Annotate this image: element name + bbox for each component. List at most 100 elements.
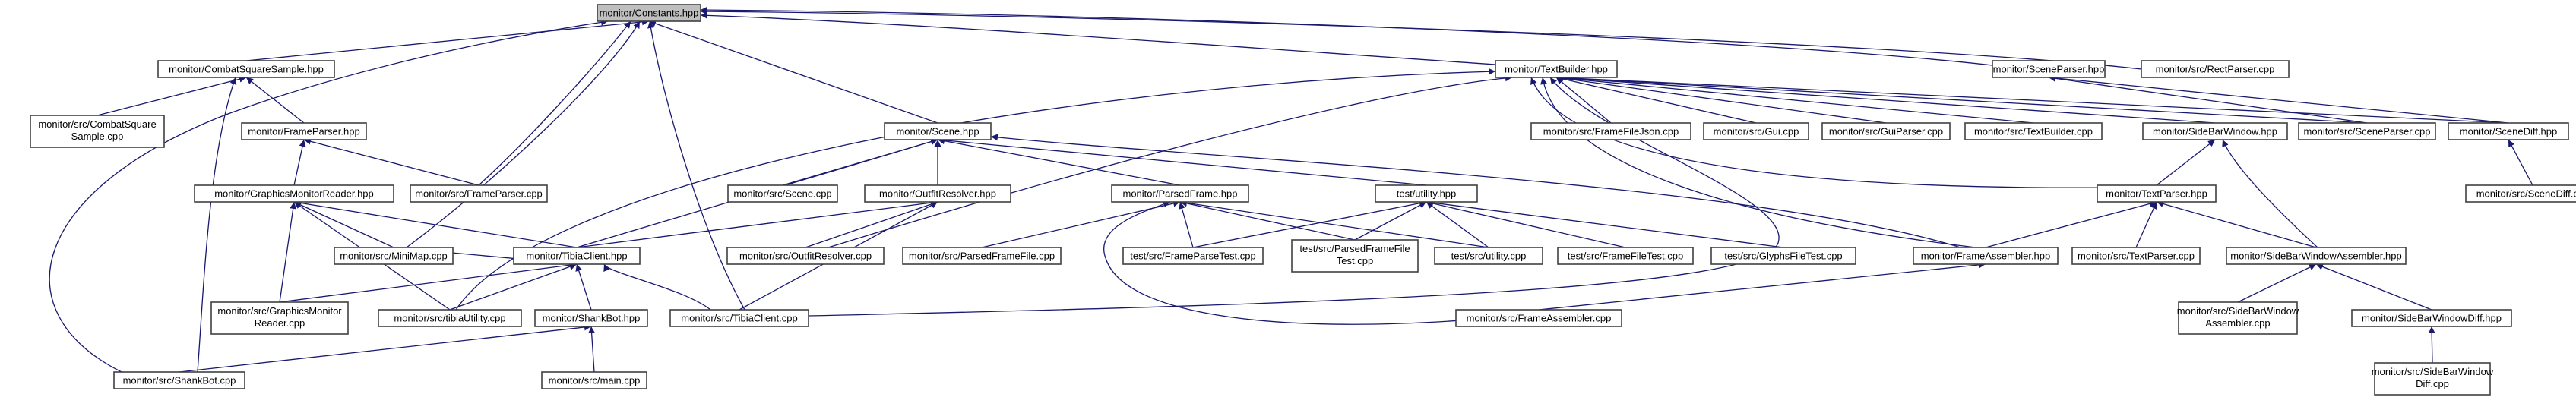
node-glyphsFileTestCpp[interactable]: test/src/GlyphsFileTest.cpp <box>1710 247 1856 265</box>
node-textParserCpp[interactable]: monitor/src/TextParser.cpp <box>2071 247 2201 265</box>
node-sideBarWindowAssemblerCpp[interactable]: monitor/src/SideBarWindowAssembler.cpp <box>2177 301 2299 335</box>
node-frameParseTestCpp[interactable]: test/src/FrameParseTest.cpp <box>1122 247 1264 265</box>
edge-frameParserCpp-to-frameParser <box>303 137 479 186</box>
node-sceneParser[interactable]: monitor/SceneParser.hpp <box>1992 60 2106 78</box>
node-box <box>2351 309 2512 327</box>
node-label: monitor/SideBarWindowAssembler.hpp <box>2230 251 2401 262</box>
node-label: monitor/ParsedFrame.hpp <box>1122 188 1237 200</box>
node-box <box>210 301 349 335</box>
node-mainCpp[interactable]: monitor/src/main.cpp <box>541 371 647 389</box>
node-scene[interactable]: monitor/Scene.hpp <box>884 122 992 140</box>
node-box <box>1495 60 1618 78</box>
node-label: monitor/TextParser.hpp <box>2106 188 2207 200</box>
node-label: Reader.cpp <box>255 317 305 329</box>
node-box <box>241 122 367 140</box>
node-label: monitor/FrameAssembler.hpp <box>1921 251 2051 262</box>
node-textParser[interactable]: monitor/TextParser.hpp <box>2097 184 2217 203</box>
edge-frameAssemblerCpp-to-frameAssembler <box>1538 261 1986 311</box>
node-box <box>1122 247 1264 265</box>
node-outfitResolverCpp[interactable]: monitor/src/OutfitResolver.cpp <box>726 247 885 265</box>
edge-textBuilder-to-constants <box>700 11 1496 65</box>
node-combatSquareSampleCpp[interactable]: monitor/src/CombatSquareSample.cpp <box>30 115 165 148</box>
edge-testUtility-to-scene <box>937 137 1427 186</box>
node-box <box>1375 184 1478 203</box>
edge-graphicsMonitorReader-to-frameParser <box>293 139 306 186</box>
edge-parsedFrameFileCpp-to-parsedFrame <box>981 200 1181 248</box>
node-box <box>1455 309 1622 327</box>
node-textBuilder[interactable]: monitor/TextBuilder.hpp <box>1495 60 1618 78</box>
node-sceneDiff[interactable]: monitor/SceneDiff.hpp <box>2448 122 2569 140</box>
node-label: monitor/src/ShankBot.cpp <box>123 375 236 386</box>
node-graphicsMonitorReader[interactable]: monitor/GraphicsMonitorReader.hpp <box>194 184 394 203</box>
node-textBuilderCpp[interactable]: monitor/src/TextBuilder.cpp <box>1964 122 2103 140</box>
node-tibiaClient[interactable]: monitor/TibiaClient.hpp <box>513 247 641 265</box>
node-box <box>669 309 809 327</box>
edge-frameAssembler-to-textBuilder <box>1540 77 1976 248</box>
node-label: test/utility.hpp <box>1397 188 1457 200</box>
node-rectParserCpp[interactable]: monitor/src/RectParser.cpp <box>2141 60 2290 78</box>
node-frameAssembler[interactable]: monitor/FrameAssembler.hpp <box>1913 247 2059 265</box>
node-sideBarWindowAssembler[interactable]: monitor/SideBarWindowAssembler.hpp <box>2226 247 2407 265</box>
edge-rectParserCpp-to-constants <box>700 8 2142 70</box>
edge-guiParserCpp-to-textBuilder <box>1555 74 1887 124</box>
node-label: monitor/src/MiniMap.cpp <box>340 251 448 262</box>
node-parsedFrameFileCpp[interactable]: monitor/src/ParsedFrameFile.cpp <box>902 247 1062 265</box>
node-combatSquareSample[interactable]: monitor/CombatSquareSample.hpp <box>157 60 335 78</box>
node-box <box>113 371 245 389</box>
node-box <box>30 115 165 148</box>
node-label: monitor/src/Scene.cpp <box>733 188 831 200</box>
node-tibiaClientCpp[interactable]: monitor/src/TibiaClient.cpp <box>669 309 809 327</box>
node-constants[interactable]: monitor/Constants.hpp <box>597 4 701 22</box>
node-graphicsMonitorReaderCpp[interactable]: monitor/src/GraphicsMonitorReader.cpp <box>210 301 349 335</box>
node-shankBotCpp[interactable]: monitor/src/ShankBot.cpp <box>113 371 245 389</box>
node-sceneParserCpp[interactable]: monitor/src/SceneParser.cpp <box>2298 122 2436 140</box>
node-box <box>726 247 885 265</box>
edge-sideBarWindowAssembler-to-sideBarWindow <box>2222 139 2318 248</box>
node-label: monitor/src/SceneDiff.cpp <box>2476 188 2576 200</box>
edge-sceneDiff-to-sceneParser <box>2048 74 2509 124</box>
edge-tibiaClientCpp-to-constants <box>647 20 745 311</box>
node-guiCpp[interactable]: monitor/src/Gui.cpp <box>1703 122 1809 140</box>
node-label: monitor/src/TextBuilder.cpp <box>1974 126 2093 137</box>
edge-shankBotCpp-to-shankBot <box>179 323 592 373</box>
node-shankBot[interactable]: monitor/ShankBot.hpp <box>534 309 648 327</box>
node-box <box>334 247 454 265</box>
node-box <box>1821 122 1951 140</box>
node-label: monitor/FrameParser.hpp <box>248 126 359 137</box>
node-frameParser[interactable]: monitor/FrameParser.hpp <box>241 122 367 140</box>
edge-frameParseTestCpp-to-parsedFrame <box>1179 201 1194 248</box>
node-sceneDiffCpp[interactable]: monitor/src/SceneDiff.cpp <box>2465 184 2576 203</box>
node-frameFileTestCpp[interactable]: test/src/FrameFileTest.cpp <box>1557 247 1694 265</box>
edge-mainCpp-to-shankBot <box>588 326 596 373</box>
node-box <box>1964 122 2103 140</box>
node-sideBarWindowDiffCpp[interactable]: monitor/src/SideBarWindowDiff.cpp <box>2372 362 2494 396</box>
node-sideBarWindowDiff[interactable]: monitor/SideBarWindowDiff.hpp <box>2351 309 2512 327</box>
node-outfitResolver[interactable]: monitor/OutfitResolver.hpp <box>864 184 1011 203</box>
edge-frameAssemblerCpp-to-parsedFrame <box>1103 200 1483 325</box>
node-box <box>534 309 648 327</box>
node-sideBarWindow[interactable]: monitor/SideBarWindow.hpp <box>2142 122 2288 140</box>
node-box <box>157 60 335 78</box>
node-parsedFrame[interactable]: monitor/ParsedFrame.hpp <box>1111 184 1249 203</box>
edge-textParser-to-sideBarWindow <box>2156 139 2216 186</box>
node-label: Diff.cpp <box>2416 378 2449 389</box>
edge-textBuilderCpp-to-textBuilder <box>1555 74 2034 124</box>
node-box <box>1111 184 1249 203</box>
node-label: monitor/src/main.cpp <box>549 375 641 386</box>
node-testUtilityCpp[interactable]: test/src/utility.cpp <box>1434 247 1543 265</box>
node-sceneCpp[interactable]: monitor/src/Scene.cpp <box>727 184 838 203</box>
node-frameAssemblerCpp[interactable]: monitor/src/FrameAssembler.cpp <box>1455 309 1622 327</box>
node-box <box>2141 60 2290 78</box>
edge-outfitResolverCpp-to-textBuilder <box>828 74 1513 248</box>
edge-outfitResolverCpp-to-outfitResolver <box>805 200 938 248</box>
node-tibiaUtilityCpp[interactable]: monitor/src/tibiaUtility.cpp <box>378 309 522 327</box>
node-testUtility[interactable]: test/utility.hpp <box>1375 184 1478 203</box>
edge-frameAssembler-to-scene <box>990 134 1961 248</box>
node-miniMapCpp[interactable]: monitor/src/MiniMap.cpp <box>334 247 454 265</box>
edge-tibiaUtilityCpp-to-tibiaClient <box>449 263 578 311</box>
node-frameParserCpp[interactable]: monitor/src/FrameParser.cpp <box>410 184 548 203</box>
node-guiParserCpp[interactable]: monitor/src/GuiParser.cpp <box>1821 122 1951 140</box>
node-frameFileJsonCpp[interactable]: monitor/src/FrameFileJson.cpp <box>1530 122 1691 140</box>
